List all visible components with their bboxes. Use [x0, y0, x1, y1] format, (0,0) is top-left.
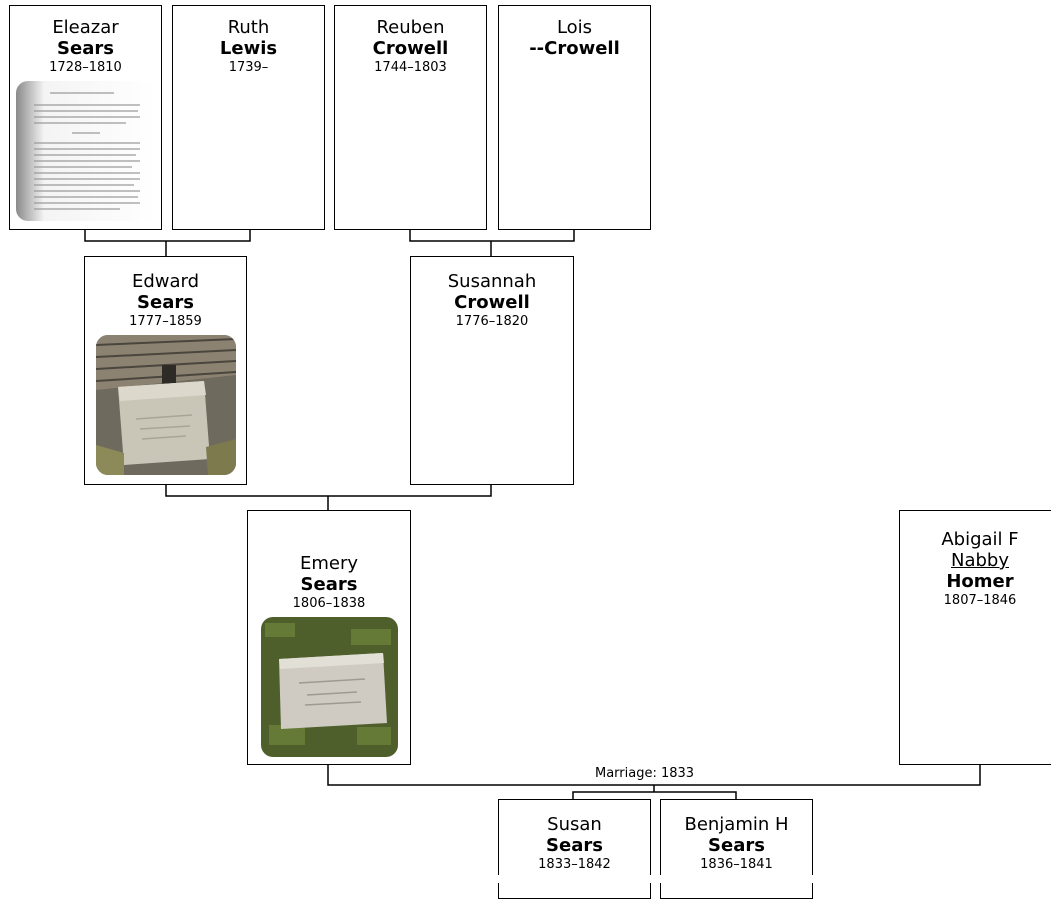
surname: Crowell: [454, 292, 530, 313]
life-dates: 1807–1846: [943, 593, 1017, 608]
person-card-abigail-homer[interactable]: Abigail F Nabby Homer 1807–1846: [899, 510, 1051, 765]
given-name: Reuben: [376, 17, 445, 38]
given-name: Emery: [299, 553, 359, 574]
life-dates: 1833–1842: [538, 857, 611, 872]
given-name: Susan: [547, 814, 602, 835]
life-dates: 1836–1841: [700, 857, 773, 872]
person-card-susan-sears[interactable]: Susan Sears 1833–1842: [498, 799, 651, 899]
surname: Sears: [57, 38, 114, 59]
given-name: Lois: [556, 17, 593, 38]
surname: Sears: [300, 574, 358, 595]
life-dates: 1728–1810: [49, 60, 122, 75]
surname: Sears: [546, 835, 603, 856]
person-card-lois-crowell[interactable]: Lois --Crowell: [498, 5, 651, 230]
marriage-label: Marriage: 1833: [593, 766, 697, 781]
nickname: Nabby: [951, 550, 1009, 571]
surname: Lewis: [219, 38, 278, 59]
surname: Homer: [946, 571, 1014, 592]
surname: Sears: [708, 835, 765, 856]
person-card-eleazar-sears[interactable]: Eleazar Sears 1728–1810: [9, 5, 162, 230]
life-dates: 1776–1820: [455, 314, 529, 329]
surname: Crowell: [372, 38, 449, 59]
gravestone-photo: [95, 335, 236, 475]
life-dates: 1744–1803: [374, 60, 447, 75]
life-dates: 1806–1838: [292, 596, 366, 611]
surname: Sears: [137, 292, 194, 313]
person-card-ruth-lewis[interactable]: Ruth Lewis 1739–: [172, 5, 325, 230]
given-name: Benjamin H: [684, 814, 789, 835]
given-name: Edward: [131, 271, 200, 292]
given-name: Eleazar: [52, 17, 119, 38]
person-card-edward-sears[interactable]: Edward Sears 1777–1859: [84, 256, 247, 485]
person-card-benjamin-sears[interactable]: Benjamin H Sears 1836–1841: [660, 799, 813, 899]
given-name: Susannah: [447, 271, 537, 292]
person-card-susannah-crowell[interactable]: Susannah Crowell 1776–1820: [410, 256, 574, 485]
given-name: Ruth: [227, 17, 270, 38]
life-dates: 1777–1859: [129, 314, 202, 329]
given-name: Abigail F: [941, 529, 1019, 550]
viewport-clip: [0, 875, 1051, 883]
person-card-emery-sears[interactable]: Emery Sears 1806–1838: [247, 510, 411, 765]
life-dates: 1739–: [228, 60, 269, 75]
person-card-reuben-crowell[interactable]: Reuben Crowell 1744–1803: [334, 5, 487, 230]
gravestone-photo: [260, 617, 398, 757]
surname: --Crowell: [529, 38, 620, 59]
document-page-photo: [15, 81, 156, 221]
